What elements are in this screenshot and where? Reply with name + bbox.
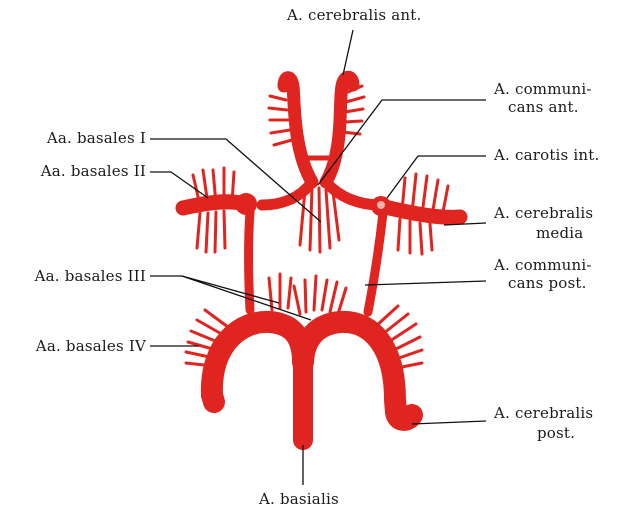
- label-communicans-post-line2: cans post.: [508, 274, 587, 292]
- label-basialis: A. basialis: [259, 490, 339, 508]
- anterior-cerebral-branches: [269, 86, 364, 145]
- label-communicans-post-line1: A. communi-: [494, 256, 592, 274]
- internal-carotid-left: [235, 193, 257, 215]
- leader-basales-iii-a: [150, 276, 279, 303]
- label-cerebralis-post-line1: A. cerebralis: [494, 404, 593, 422]
- leader-cerebralis-post: [412, 421, 486, 424]
- label-basales-iii: Aa. basales III: [0, 267, 146, 285]
- internal-carotid-right-lumen: [377, 201, 385, 209]
- basales-iii-branches: [269, 274, 346, 314]
- leader-communicans-post: [365, 281, 486, 285]
- label-carotis-int: A. carotis int.: [494, 146, 599, 164]
- leader-basales-ii: [150, 172, 208, 198]
- leader-cerebralis-ant: [343, 30, 353, 75]
- label-cerebralis-ant: A. cerebralis ant.: [287, 6, 421, 24]
- label-cerebralis-media-line2: media: [536, 224, 583, 242]
- posterior-cerebral-left-end: [212, 395, 214, 402]
- leader-lines: [150, 30, 486, 485]
- label-communicans-ant-line2: cans ant.: [508, 98, 579, 116]
- label-basales-ii: Aa. basales II: [0, 162, 146, 180]
- label-basales-iv: Aa. basales IV: [0, 337, 146, 355]
- posterior-communicating-right: [368, 213, 383, 312]
- label-cerebralis-post-line2: post.: [537, 424, 575, 442]
- label-cerebralis-media-line1: A. cerebralis: [494, 204, 593, 222]
- label-communicans-ant-line1: A. communi-: [494, 80, 592, 98]
- label-basales-i: Aa. basales I: [0, 129, 146, 147]
